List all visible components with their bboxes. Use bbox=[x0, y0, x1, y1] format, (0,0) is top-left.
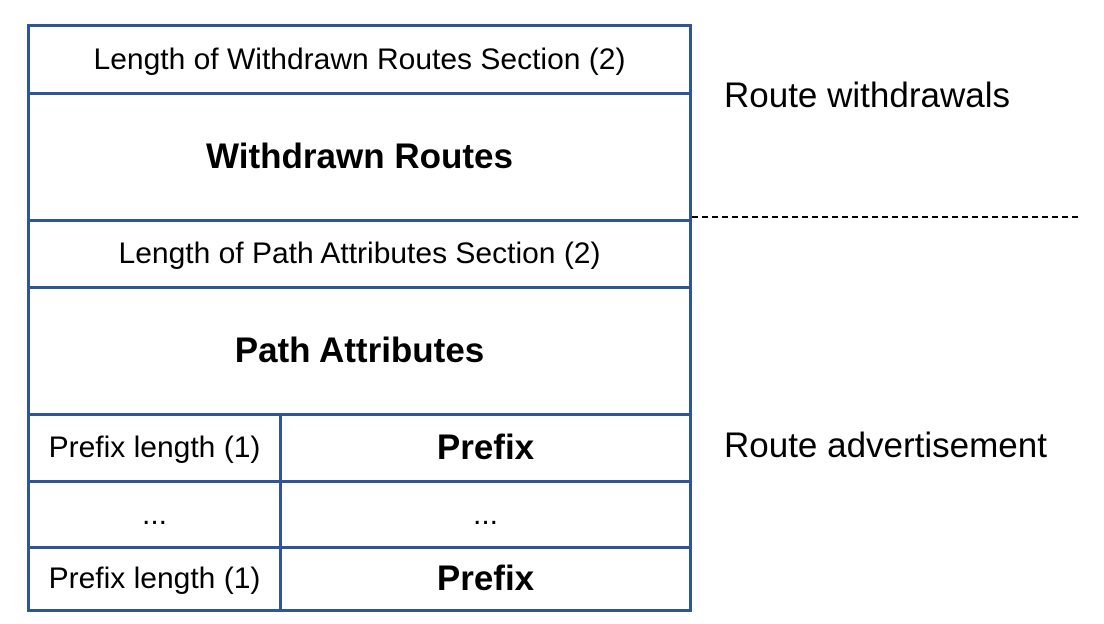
bgp-update-message-table: Length of Withdrawn Routes Section (2) W… bbox=[27, 24, 692, 612]
withdrawn-routes-length-label: Length of Withdrawn Routes Section (2) bbox=[93, 42, 626, 76]
prefix-label: Prefix bbox=[436, 559, 535, 598]
prefix-length-cell: Prefix length (1) bbox=[30, 416, 282, 480]
prefix-length-label: Prefix length (1) bbox=[48, 431, 261, 464]
prefix-label: Prefix bbox=[436, 428, 535, 467]
ellipsis-right-cell: ... bbox=[282, 483, 689, 546]
path-attributes-row: Path Attributes bbox=[30, 289, 689, 416]
path-attributes-length-row: Length of Path Attributes Section (2) bbox=[30, 222, 689, 289]
ellipsis-left-label: ... bbox=[141, 497, 167, 531]
prefix-length-cell: Prefix length (1) bbox=[30, 549, 282, 609]
prefix-length-label: Prefix length (1) bbox=[48, 562, 261, 595]
path-attributes-length-label: Length of Path Attributes Section (2) bbox=[118, 237, 601, 270]
withdrawn-routes-label: Withdrawn Routes bbox=[206, 137, 513, 176]
route-advertisement-label: Route advertisement bbox=[724, 426, 1047, 465]
prefix-row: Prefix length (1) Prefix bbox=[30, 416, 689, 483]
section-divider-dashed-line bbox=[692, 216, 1078, 218]
prefix-cell: Prefix bbox=[282, 549, 689, 609]
ellipsis-left-cell: ... bbox=[30, 483, 282, 546]
route-withdrawals-label: Route withdrawals bbox=[724, 76, 1010, 115]
prefix-cell: Prefix bbox=[282, 416, 689, 480]
withdrawn-routes-length-row: Length of Withdrawn Routes Section (2) bbox=[30, 27, 689, 95]
path-attributes-label: Path Attributes bbox=[234, 331, 485, 370]
ellipsis-right-label: ... bbox=[472, 497, 498, 531]
withdrawn-routes-row: Withdrawn Routes bbox=[30, 95, 689, 222]
prefix-row: Prefix length (1) Prefix bbox=[30, 549, 689, 609]
ellipsis-row: ... ... bbox=[30, 483, 689, 549]
